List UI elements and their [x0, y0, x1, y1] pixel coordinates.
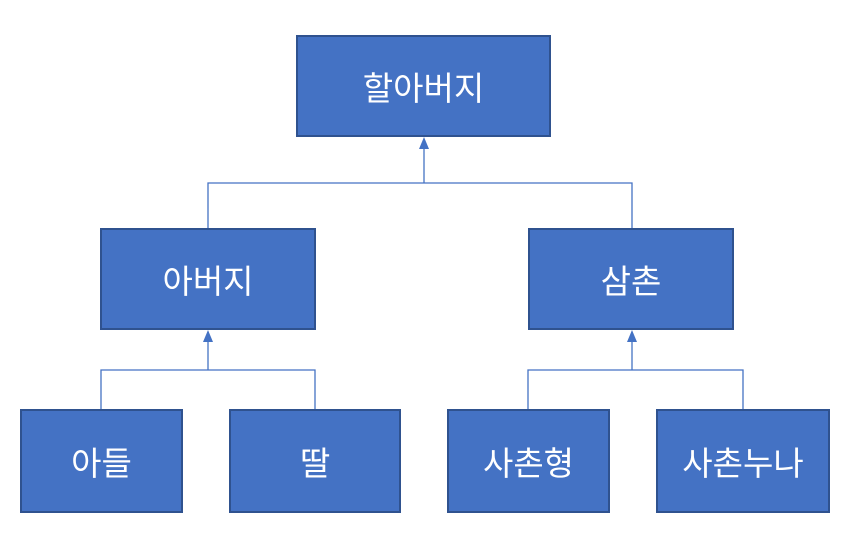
node-son-label: 아들 — [71, 444, 132, 483]
arrowhead-to-grandfather — [419, 137, 429, 149]
arrowhead-to-father — [203, 330, 213, 342]
node-daughter-label: 딸 — [299, 444, 331, 483]
connector-children-to-father — [100, 369, 316, 409]
node-father: 아버지 — [100, 228, 316, 330]
node-uncle-label: 삼촌 — [600, 262, 662, 301]
arrowhead-to-uncle — [627, 330, 637, 342]
node-son: 아들 — [20, 409, 183, 513]
node-cousin-brother-label: 사촌형 — [482, 444, 575, 483]
node-cousin-brother: 사촌형 — [447, 409, 610, 513]
node-grandfather-label: 할아버지 — [362, 69, 485, 108]
connector-father-to-grandfather — [207, 182, 633, 228]
node-father-label: 아버지 — [162, 262, 254, 301]
node-uncle: 삼촌 — [528, 228, 734, 330]
node-cousin-sister-label: 사촌누나 — [682, 444, 804, 483]
connector-children-to-uncle — [527, 369, 744, 409]
node-cousin-sister: 사촌누나 — [656, 409, 830, 513]
node-grandfather: 할아버지 — [296, 35, 551, 137]
node-daughter: 딸 — [229, 409, 401, 513]
